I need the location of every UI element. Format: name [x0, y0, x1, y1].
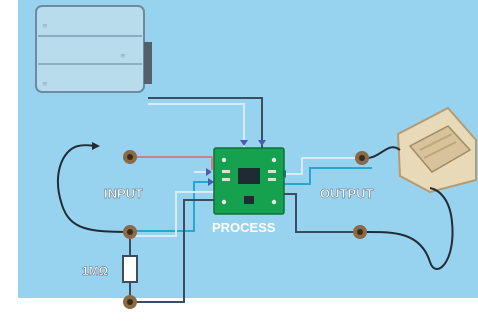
- output-label: OUTPUT: [320, 186, 374, 201]
- terminal-output-top: [355, 151, 369, 165]
- power-wire-dark: [148, 97, 263, 148]
- ground-wire-dark: [132, 199, 214, 303]
- terminal-output-bottom: [353, 225, 367, 239]
- power-arrow-2: [258, 140, 266, 146]
- input-flying-lead: [57, 144, 131, 233]
- input-label: INPUT: [104, 186, 143, 201]
- terminal-ground: [123, 295, 137, 309]
- process-board: [213, 147, 285, 215]
- terminal-input-bottom: [123, 225, 137, 239]
- power-arrow-1: [240, 140, 248, 146]
- power-wire-light: [148, 103, 245, 148]
- svg-text:≋: ≋: [42, 22, 48, 30]
- input-arrow-2: [208, 178, 214, 186]
- input-wire-pink: [132, 156, 213, 170]
- input-wire-cyan: [132, 181, 214, 232]
- resistor: [122, 255, 138, 283]
- input-lead-arrow: [92, 142, 100, 150]
- battery-pack: ≋ ≋ ≋: [35, 5, 152, 93]
- svg-text:≋: ≋: [120, 52, 126, 60]
- resistor-label: 1MΩ: [82, 264, 109, 278]
- input-wire-light-b: [132, 191, 214, 237]
- output-wire-light: [284, 157, 362, 175]
- input-arrow-1: [206, 168, 212, 176]
- output-lead-bottom: [361, 187, 454, 270]
- output-device: [396, 106, 477, 194]
- output-wire-cyan: [284, 167, 372, 185]
- terminal-input-top: [123, 150, 137, 164]
- process-label: PROCESS: [212, 220, 276, 235]
- output-wire-dark: [284, 193, 358, 233]
- svg-text:≋: ≋: [42, 80, 48, 88]
